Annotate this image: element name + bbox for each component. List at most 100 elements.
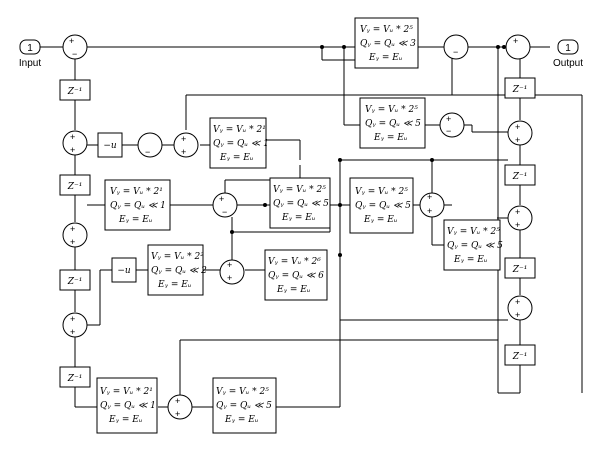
sum-block: [173, 132, 199, 158]
svg-text:+: +: [69, 36, 74, 46]
svg-text:Vᵧ = Vᵤ * 2²: Vᵧ = Vᵤ * 2²: [151, 252, 204, 262]
svg-text:Vᵧ = Vᵤ * 2⁵: Vᵧ = Vᵤ * 2⁵: [216, 387, 269, 397]
svg-text:Z⁻¹: Z⁻¹: [512, 265, 528, 275]
svg-text:+: +: [227, 273, 232, 283]
svg-text:Z⁻¹: Z⁻¹: [512, 352, 528, 362]
svg-text:Eᵧ = Eᵤ: Eᵧ = Eᵤ: [373, 133, 408, 143]
svg-text:+: +: [181, 147, 186, 157]
input-port: 1 Input: [19, 39, 41, 69]
delay-block: Z⁻¹: [504, 164, 536, 186]
delay-block: Z⁻¹: [59, 174, 91, 196]
sum-block: [62, 34, 88, 60]
svg-text:Eᵧ = Eᵤ: Eᵧ = Eᵤ: [281, 213, 316, 223]
svg-text:Eᵧ = Eᵤ: Eᵧ = Eᵤ: [118, 215, 153, 225]
svg-text:Qᵧ = Qᵤ ≪ 1: Qᵧ = Qᵤ ≪ 1: [110, 201, 166, 211]
svg-text:+: +: [70, 237, 75, 247]
delay-block: Z⁻¹: [59, 366, 91, 388]
svg-text:Vᵧ = Vᵤ * 2¹: Vᵧ = Vᵤ * 2¹: [100, 387, 153, 397]
delay-block: Z⁻¹: [504, 257, 536, 279]
svg-text:Z⁻¹: Z⁻¹: [67, 277, 83, 287]
svg-text:Vᵧ = Vᵤ * 2⁶: Vᵧ = Vᵤ * 2⁶: [268, 257, 321, 267]
sum-block: [439, 112, 465, 138]
shift-block-11: Vᵧ = Vᵤ * 2⁵ Qᵧ = Qᵤ ≪ 5 Eᵧ = Eᵤ: [212, 377, 277, 434]
svg-text:+: +: [175, 409, 180, 419]
shift-block-9: Vᵧ = Vᵤ * 2⁶ Qᵧ = Qᵤ ≪ 6 Eᵧ = Eᵤ: [264, 249, 328, 301]
svg-text:+: +: [70, 145, 75, 155]
svg-text:+: +: [446, 114, 451, 124]
svg-text:−u: −u: [103, 141, 117, 151]
svg-text:Qᵧ = Qᵤ ≪ 5: Qᵧ = Qᵤ ≪ 5: [355, 201, 411, 211]
svg-text:Eᵧ = Eᵤ: Eᵧ = Eᵤ: [368, 53, 403, 63]
svg-text:Qᵧ = Qᵤ ≪ 3: Qᵧ = Qᵤ ≪ 3: [360, 39, 416, 49]
svg-text:+: +: [515, 135, 520, 145]
sum-block: [137, 132, 163, 158]
svg-text:+: +: [219, 194, 224, 204]
svg-text:+: +: [70, 224, 75, 234]
svg-text:+: +: [427, 192, 432, 202]
svg-text:+: +: [515, 207, 520, 217]
svg-text:Eᵧ = Eᵤ: Eᵧ = Eᵤ: [276, 285, 311, 295]
sum-block: [167, 394, 193, 420]
svg-text:Eᵧ = Eᵤ: Eᵧ = Eᵤ: [157, 280, 192, 290]
sum-block: [505, 34, 531, 60]
input-port-label: Input: [19, 58, 41, 69]
svg-text:+: +: [515, 220, 520, 230]
svg-text:−: −: [72, 49, 77, 59]
svg-text:+: +: [513, 36, 518, 46]
svg-text:+: +: [70, 327, 75, 337]
sum-block: [507, 120, 533, 146]
shift-block-6: Vᵧ = Vᵤ * 2⁵ Qᵧ = Qᵤ ≪ 5 Eᵧ = Eᵤ: [349, 177, 414, 234]
svg-text:Eᵧ = Eᵤ: Eᵧ = Eᵤ: [108, 415, 143, 425]
svg-text:Z⁻¹: Z⁻¹: [67, 182, 83, 192]
shift-block-1: Vᵧ = Vᵤ * 2⁵ Qᵧ = Qᵤ ≪ 3 Eᵧ = Eᵤ: [354, 17, 419, 69]
negate-block: −u: [111, 257, 137, 283]
svg-text:−: −: [453, 47, 458, 57]
sum-block: [212, 192, 238, 218]
junctions: [230, 45, 506, 257]
input-port-number: 1: [27, 43, 33, 54]
svg-text:+: +: [181, 134, 186, 144]
sum-block: [62, 312, 88, 338]
svg-text:Z⁻¹: Z⁻¹: [67, 374, 83, 384]
svg-text:Z⁻¹: Z⁻¹: [512, 172, 528, 182]
svg-text:Vᵧ = Vᵤ * 2⁵: Vᵧ = Vᵤ * 2⁵: [447, 227, 500, 237]
svg-text:−u: −u: [117, 266, 131, 276]
svg-text:Eᵧ = Eᵤ: Eᵧ = Eᵤ: [453, 255, 488, 265]
svg-text:+: +: [427, 206, 432, 216]
negate-block: −u: [97, 132, 123, 158]
svg-text:Qᵧ = Qᵤ ≪ 6: Qᵧ = Qᵤ ≪ 6: [268, 271, 324, 281]
output-port-label: Output: [553, 58, 583, 69]
shift-block-3: Vᵧ = Vᵤ * 2¹ Qᵧ = Qᵤ ≪ 1 Eᵧ = Eᵤ: [209, 117, 269, 169]
svg-text:Vᵧ = Vᵤ * 2¹: Vᵧ = Vᵤ * 2¹: [213, 125, 266, 135]
sum-block: [419, 192, 445, 218]
svg-text:Eᵧ = Eᵤ: Eᵧ = Eᵤ: [224, 415, 259, 425]
svg-text:Qᵧ = Qᵤ ≪ 5: Qᵧ = Qᵤ ≪ 5: [216, 401, 272, 411]
svg-text:Qᵧ = Qᵤ ≪ 5: Qᵧ = Qᵤ ≪ 5: [273, 199, 329, 209]
svg-text:Z⁻¹: Z⁻¹: [67, 87, 83, 97]
svg-text:−: −: [446, 126, 451, 136]
sum-block: [507, 295, 533, 321]
svg-text:Vᵧ = Vᵤ * 2⁵: Vᵧ = Vᵤ * 2⁵: [355, 187, 408, 197]
svg-text:+: +: [70, 314, 75, 324]
svg-text:−: −: [222, 207, 227, 217]
sign-markers: + − + + + + + + + + + + + + + − + − + + …: [69, 36, 520, 419]
svg-text:+: +: [515, 310, 520, 320]
sum-block: [62, 222, 88, 248]
shift-block-7: Vᵧ = Vᵤ * 2⁵ Qᵧ = Qᵤ ≪ 5 Eᵧ = Eᵤ: [443, 219, 503, 271]
svg-text:Eᵧ = Eᵤ: Eᵧ = Eᵤ: [363, 215, 398, 225]
sum-block: [443, 34, 469, 60]
svg-text:+: +: [515, 122, 520, 132]
svg-text:Vᵧ = Vᵤ * 2⁵: Vᵧ = Vᵤ * 2⁵: [360, 25, 413, 35]
svg-text:Vᵧ = Vᵤ * 2⁵: Vᵧ = Vᵤ * 2⁵: [273, 185, 326, 195]
output-port: 1 Output: [553, 39, 583, 69]
svg-text:+: +: [70, 132, 75, 142]
delay-block: Z⁻¹: [59, 79, 91, 101]
shift-block-10: Vᵧ = Vᵤ * 2¹ Qᵧ = Qᵤ ≪ 1 Eᵧ = Eᵤ: [96, 377, 158, 434]
delay-block: Z⁻¹: [504, 344, 536, 366]
shift-block-4: Vᵧ = Vᵤ * 2¹ Qᵧ = Qᵤ ≪ 1 Eᵧ = Eᵤ: [104, 179, 171, 231]
svg-text:Eᵧ = Eᵤ: Eᵧ = Eᵤ: [219, 153, 254, 163]
svg-text:+: +: [515, 297, 520, 307]
shift-block-5: Vᵧ = Vᵤ * 2⁵ Qᵧ = Qᵤ ≪ 5 Eᵧ = Eᵤ: [269, 177, 331, 229]
output-port-number: 1: [565, 43, 571, 54]
